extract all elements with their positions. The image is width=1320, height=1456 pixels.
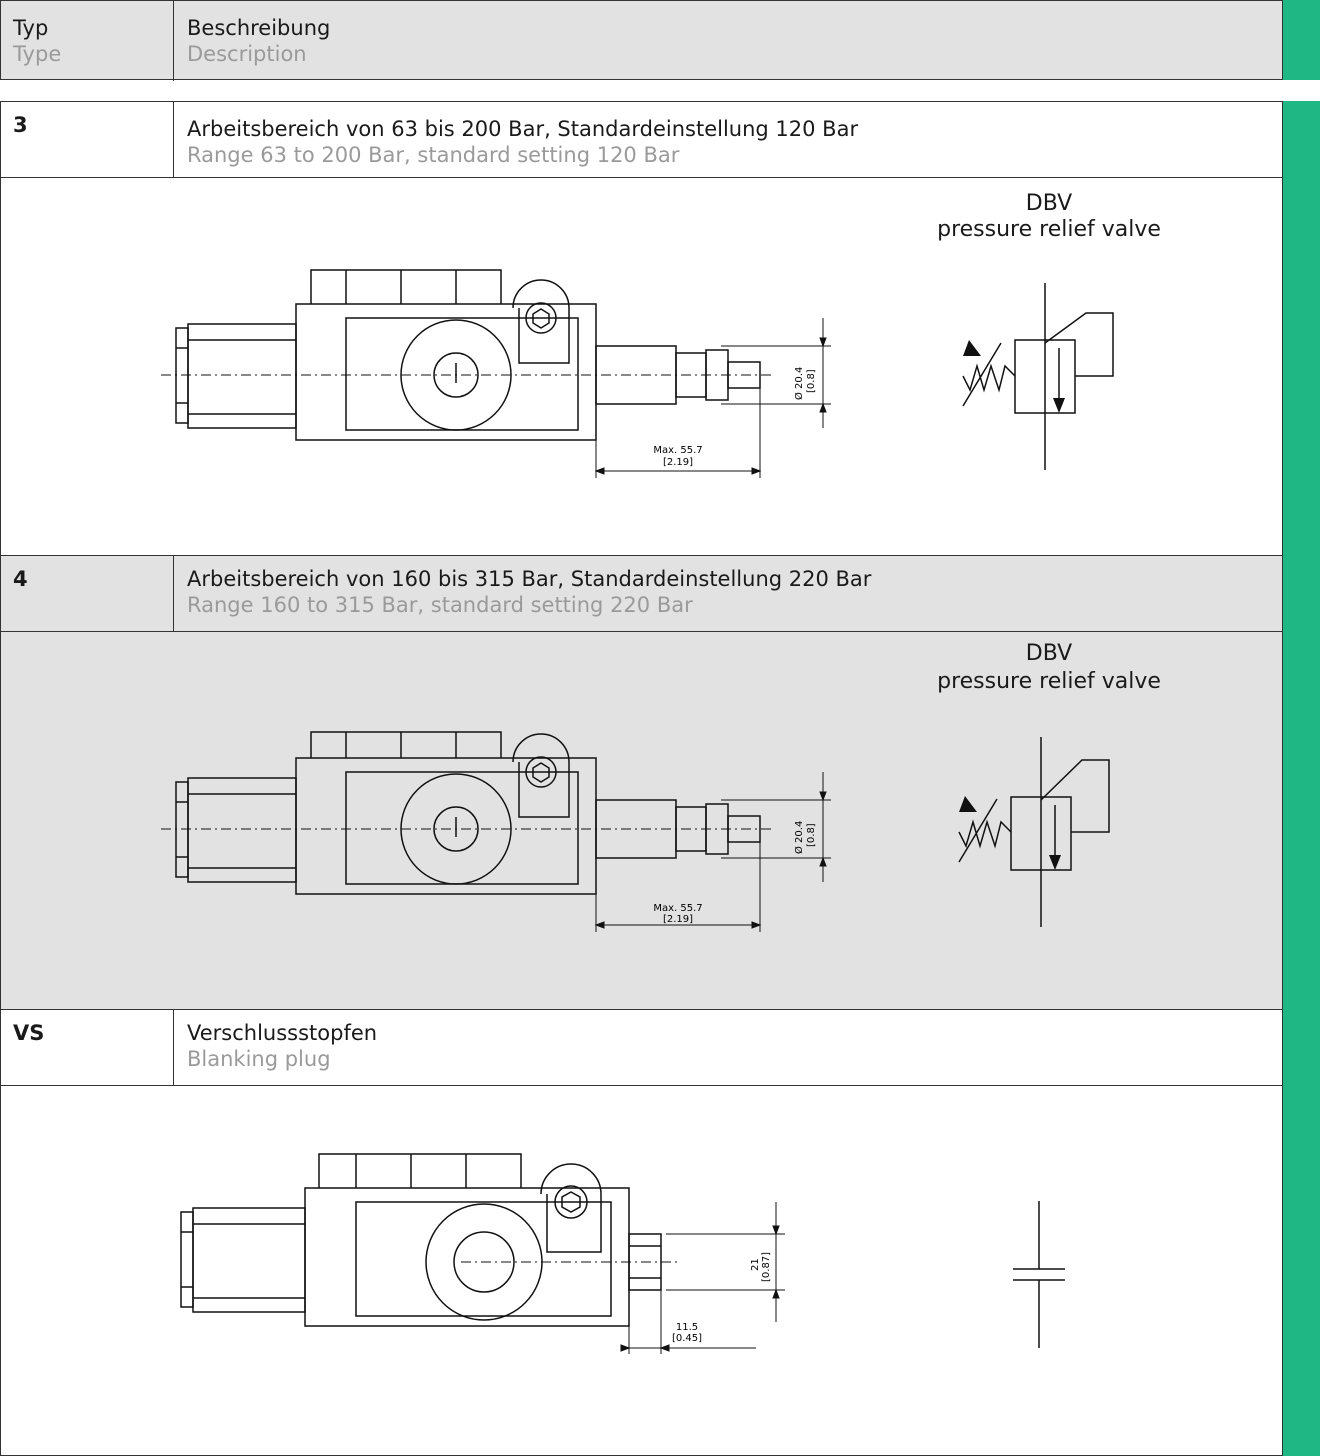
dim-diameter: Ø 20.4 <box>793 367 805 400</box>
dim-diameter-in: [0.8] <box>806 823 817 847</box>
symbol-subtitle: pressure relief valve <box>937 669 1161 694</box>
dim-diameter-in: [0.87] <box>761 1252 772 1282</box>
row-description-en: Blanking plug <box>187 1047 331 1071</box>
drawing-panel: DBV pressure relief valve <box>0 178 1283 555</box>
table-row: 3 Arbeitsbereich von 63 bis 200 Bar, Sta… <box>0 102 1283 177</box>
dim-length-in: [2.19] <box>663 914 693 925</box>
symbol-title: DBV <box>1025 641 1073 666</box>
accent-bar-body <box>1283 101 1320 1456</box>
row-description-de: Arbeitsbereich von 63 bis 200 Bar, Stand… <box>187 117 859 141</box>
symbol-title: DBV <box>1025 191 1073 216</box>
row-code: 4 <box>13 567 28 591</box>
row-description-de: Arbeitsbereich von 160 bis 315 Bar, Stan… <box>187 567 872 591</box>
dim-length: Max. 55.7 <box>653 903 702 914</box>
row-description-de: Verschlussstopfen <box>187 1021 378 1045</box>
dim-diameter: Ø 20.4 <box>793 821 805 854</box>
header-description-en: Description <box>187 42 307 66</box>
header-type-de: Typ <box>13 16 49 40</box>
row-code: VS <box>13 1021 45 1045</box>
symbol-subtitle: pressure relief valve <box>937 217 1161 242</box>
dim-diameter: 21 <box>750 1258 761 1271</box>
dim-length-in: [2.19] <box>663 457 693 468</box>
accent-bar-header <box>1283 0 1320 80</box>
table-row: 4 Arbeitsbereich von 160 bis 315 Bar, St… <box>0 556 1283 631</box>
row-description-en: Range 160 to 315 Bar, standard setting 2… <box>187 593 693 617</box>
row-code: 3 <box>13 113 28 137</box>
drawing-panel: DBV pressure relief valve <box>0 632 1283 1009</box>
drawing-panel: 21 [0.87] 11.5 [0.45] <box>0 1086 1283 1456</box>
valve-drawing: Ø 20.4 [0.8] Max. 55.7 [2.19] <box>161 269 1114 478</box>
header-type-en: Type <box>13 42 62 66</box>
dim-length: Max. 55.7 <box>653 445 702 456</box>
row-description-en: Range 63 to 200 Bar, standard setting 12… <box>187 143 680 167</box>
dim-diameter-in: [0.8] <box>806 369 817 393</box>
table-header: Typ Type Beschreibung Description <box>0 0 1283 81</box>
table-row: VS Verschlussstopfen Blanking plug <box>0 1010 1283 1085</box>
valve-drawing: Ø 20.4 [0.8] Max. 55.7 [2.19] <box>161 731 1110 932</box>
header-description-de: Beschreibung <box>187 16 331 40</box>
dim-length: 11.5 <box>676 1322 698 1333</box>
valve-drawing: 21 [0.87] 11.5 [0.45] <box>180 1153 1065 1354</box>
dim-length-in: [0.45] <box>672 1333 702 1344</box>
